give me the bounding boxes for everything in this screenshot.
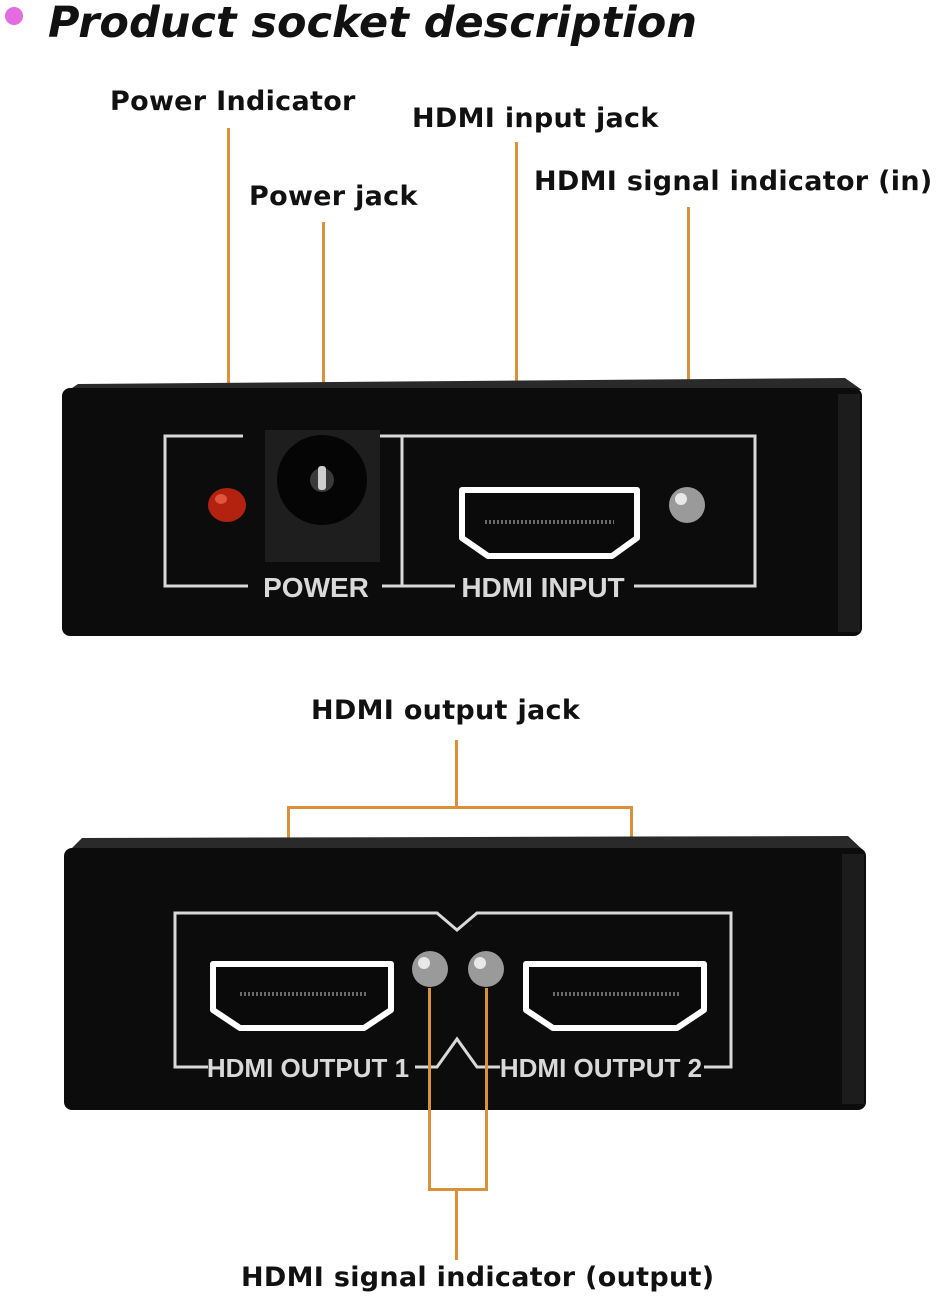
label-hdmi-signal-in: HDMI signal indicator (in) — [534, 166, 933, 197]
power-led-highlight — [215, 494, 227, 504]
title-bullet-icon — [5, 7, 23, 25]
housing-side-shadow — [838, 394, 860, 632]
hdmi-signal-out-2-led-icon — [468, 951, 504, 987]
housing-side-shadow-2 — [842, 854, 864, 1104]
leader-power-jack — [322, 222, 325, 448]
page-title: Product socket description — [48, 0, 697, 48]
signal-in-led-highlight — [675, 493, 687, 505]
label-power-indicator: Power Indicator — [110, 86, 356, 117]
leader-output-jack-stem — [455, 740, 458, 808]
panel-text-power: POWER — [263, 572, 369, 603]
label-power-jack: Power jack — [249, 181, 418, 212]
leader-output-jack-bar — [287, 806, 633, 809]
power-jack-pin — [318, 466, 326, 490]
leader-power-indicator — [227, 128, 230, 488]
power-led-icon — [208, 488, 246, 522]
splitter-output-panel: HDMI OUTPUT 1 HDMI OUTPUT 2 — [64, 836, 866, 1110]
signal-out-2-highlight — [474, 957, 486, 969]
panel-text-hdmi-input: HDMI INPUT — [461, 572, 624, 603]
hdmi-input-panel-outline — [402, 434, 757, 588]
label-hdmi-signal-out: HDMI signal indicator (output) — [241, 1262, 715, 1293]
hdmi-signal-in-led-icon — [669, 487, 705, 523]
leader-signal-out-right — [485, 988, 488, 1190]
label-hdmi-output-jack: HDMI output jack — [311, 695, 581, 726]
leader-hdmi-signal-in — [687, 207, 690, 485]
hdmi-signal-out-1-led-icon — [412, 951, 448, 987]
leader-signal-out-stem — [455, 1188, 458, 1260]
power-panel-outline — [163, 434, 248, 588]
label-hdmi-input-jack: HDMI input jack — [412, 103, 659, 134]
panel-text-hdmi-output-1: HDMI OUTPUT 1 — [207, 1053, 409, 1083]
power-panel-outline-right — [380, 434, 404, 588]
leader-hdmi-input-jack — [515, 142, 518, 487]
signal-out-1-highlight — [418, 957, 430, 969]
splitter-input-panel: POWER HDMI INPUT — [62, 378, 862, 636]
leader-signal-out-bar — [428, 1188, 488, 1191]
panel-text-hdmi-output-2: HDMI OUTPUT 2 — [500, 1053, 702, 1083]
housing-front-2 — [64, 848, 866, 1110]
leader-signal-out-left — [428, 988, 431, 1190]
